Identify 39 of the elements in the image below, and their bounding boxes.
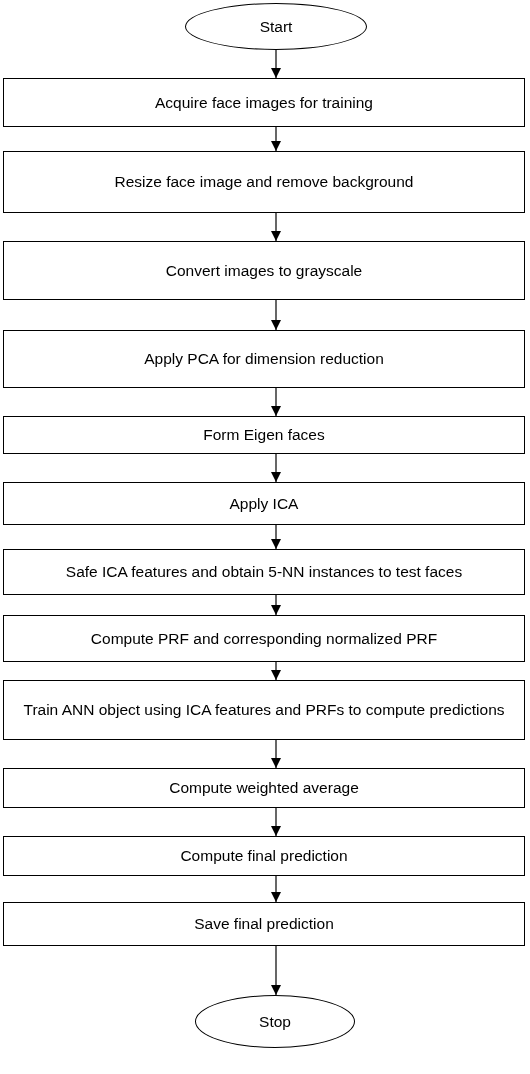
arrow <box>271 387 281 417</box>
process-box <box>3 768 525 808</box>
step-text: Resize face image and remove background <box>114 173 414 191</box>
step-text: Acquire face images for training <box>155 93 373 112</box>
step-text: Apply ICA <box>229 494 299 513</box>
step-text: Train ANN object using ICA features and PRFs to compute predictions <box>23 701 505 719</box>
step-text: Start <box>259 17 293 36</box>
arrow <box>271 524 281 550</box>
process-box <box>3 615 525 662</box>
arrow <box>271 49 281 79</box>
arrow <box>271 739 281 769</box>
process-box <box>3 151 525 213</box>
arrow <box>271 212 281 242</box>
arrow <box>271 807 281 837</box>
process-box <box>3 241 525 300</box>
arrow <box>271 453 281 483</box>
arrow <box>271 875 281 903</box>
step-text: Compute PRF and corresponding normalized PRF <box>90 629 438 648</box>
step-text: Save final prediction <box>194 915 334 933</box>
step-text: Apply PCA for dimension reduction <box>144 350 384 368</box>
step-text: Form Eigen faces <box>203 426 325 444</box>
arrow <box>271 126 281 152</box>
arrow <box>271 594 281 616</box>
process-box <box>3 330 525 388</box>
step-text: Convert images to grayscale <box>165 261 363 280</box>
arrow <box>271 945 281 996</box>
process-box <box>3 416 525 454</box>
arrow <box>271 661 281 681</box>
arrow <box>271 299 281 331</box>
step-text: Safe ICA features and obtain 5-NN instances to test faces <box>65 563 463 581</box>
process-box <box>3 78 525 127</box>
process-box <box>3 836 525 876</box>
process-box <box>3 482 525 525</box>
process-box <box>3 549 525 595</box>
process-box <box>3 680 525 740</box>
step-text: Compute final prediction <box>180 847 348 865</box>
step-text: Compute weighted average <box>169 779 359 797</box>
process-box <box>3 902 525 946</box>
step-text: Stop <box>259 1012 291 1031</box>
